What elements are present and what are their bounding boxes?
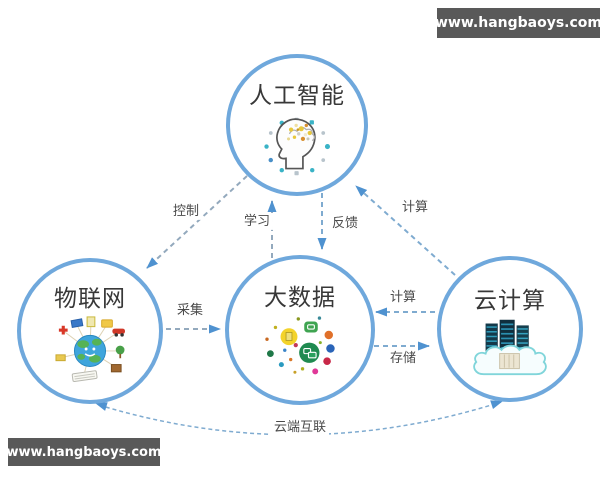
iot-globe-icon [51,314,129,384]
iot-device-glyphs [55,316,125,382]
node-bigdata: 大数据 [225,255,375,405]
edge-label-compute-ai: 计算 [398,199,432,217]
edge-label-feedback: 反馈 [328,215,362,233]
node-cloud: 云计算 [437,256,583,402]
watermark-bottom-left: www.hangbaoys.com [6,438,162,466]
ai-brain-icon [254,111,340,177]
cloud-servers-icon [470,316,550,378]
arrow-compute-ai [355,185,456,276]
edge-label-compute-bigdata: 计算 [386,289,420,307]
node-iot: 物联网 [17,258,163,404]
node-cloud-label: 云计算 [474,288,546,314]
edge-label-store: 存储 [386,350,420,368]
edge-label-cloud-link: 云端互联 [270,419,330,437]
arrow-control [146,175,248,269]
node-bigdata-label: 大数据 [264,285,336,311]
node-iot-label: 物联网 [54,286,126,312]
watermark-top-right: www.hangbaoys.com [435,8,600,38]
edge-label-collect: 采集 [173,302,207,320]
bigdata-dots-icon [259,313,341,379]
node-ai: 人工智能 [226,54,368,196]
edge-label-control: 控制 [169,203,203,221]
node-ai-label: 人工智能 [249,83,345,109]
edge-label-learn: 学习 [240,213,274,231]
cloud-front-box [499,353,520,370]
